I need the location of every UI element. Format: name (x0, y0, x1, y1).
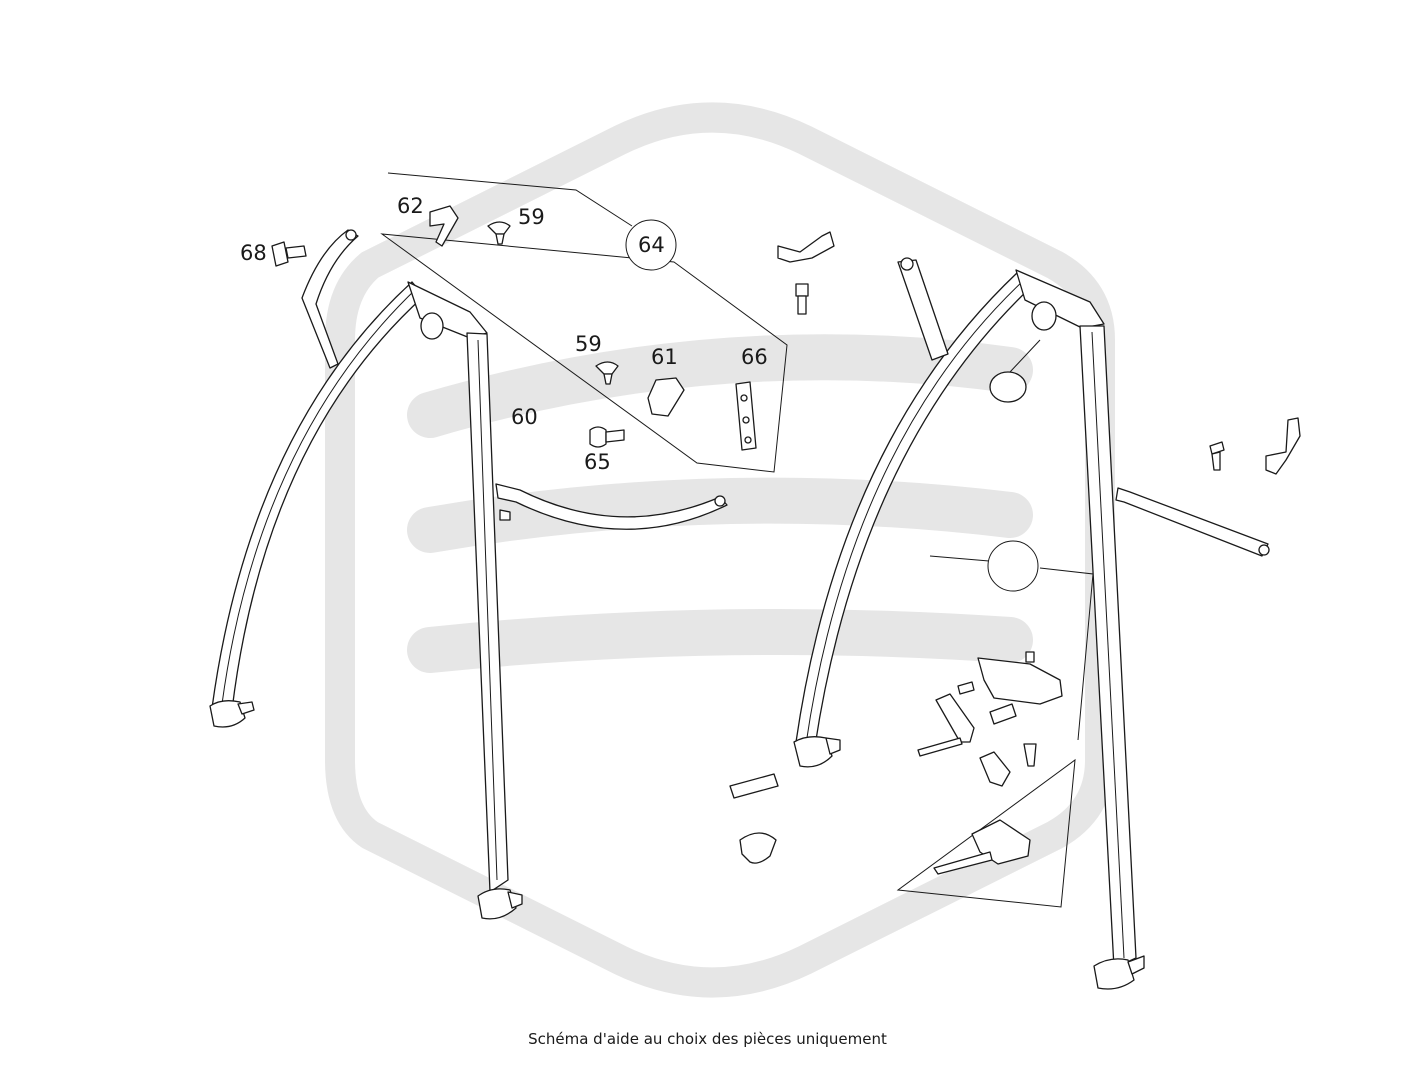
callout-68: 68 (240, 241, 267, 265)
left-roll-hoop (209, 229, 728, 920)
detail-box-upper (380, 172, 788, 473)
caption: Schéma d'aide au choix des pièces unique… (528, 1030, 887, 1048)
watermark-hexagon (325, 102, 1115, 998)
callout-62: 62 (397, 194, 424, 218)
callout-59-upper: 59 (518, 205, 545, 229)
watermark-stripe-top (407, 334, 1033, 438)
callout-60: 60 (511, 405, 538, 429)
callout-65: 65 (584, 450, 611, 474)
watermark-stripe-bottom (407, 609, 1033, 673)
callout-66: 66 (741, 345, 768, 369)
callout-circle-empty (987, 540, 1039, 592)
callout-64: 64 (638, 233, 665, 257)
callout-61: 61 (651, 345, 678, 369)
callout-59-lower: 59 (575, 332, 602, 356)
hardware-parts (271, 205, 1301, 875)
right-roll-hoop (793, 257, 1270, 990)
callout-circle-64 (625, 219, 677, 271)
